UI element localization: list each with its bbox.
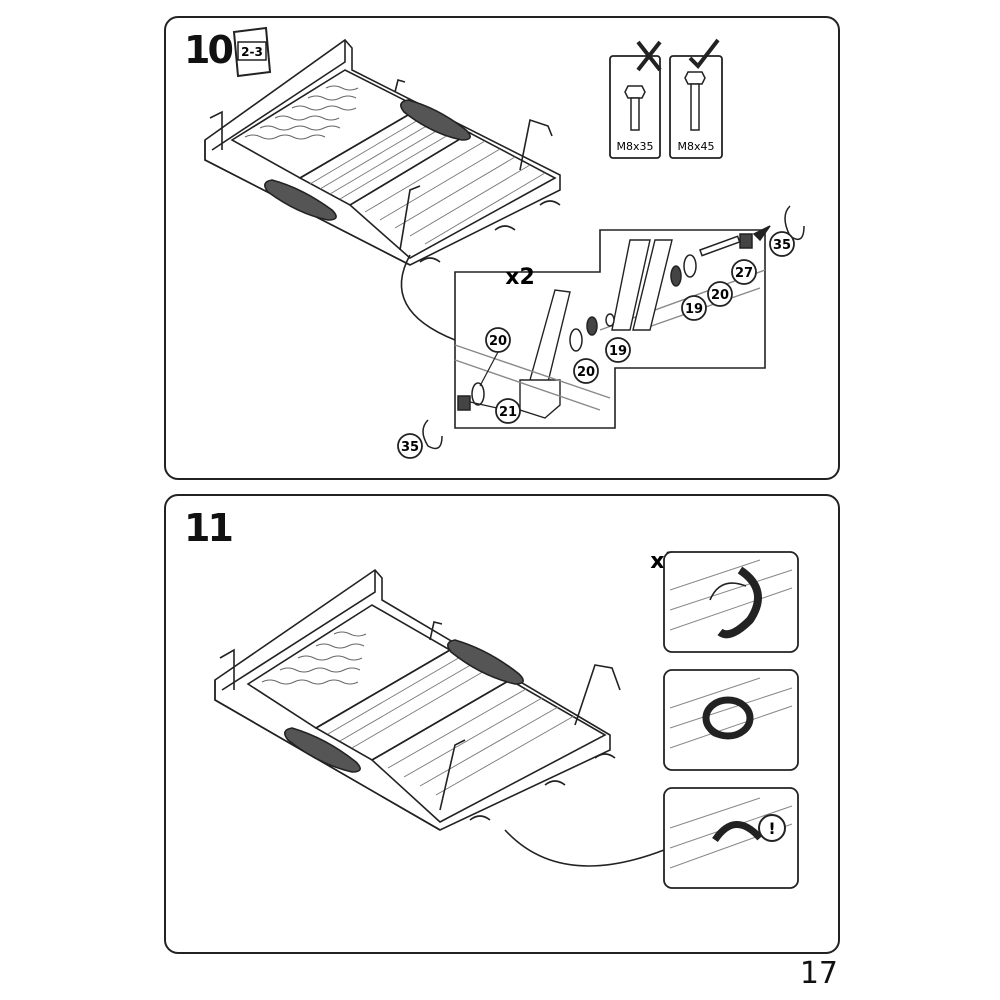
svg-text:27: 27 [735, 266, 753, 281]
svg-text:20: 20 [577, 365, 595, 380]
strap-detail-1 [663, 551, 799, 653]
people-badge-icon: 2-3 [232, 26, 272, 78]
callout-35-bottom: 35 [397, 433, 423, 459]
part-callouts: 19 20 27 35 20 19 20 21 35 [397, 231, 795, 459]
callout-21: 21 [495, 398, 521, 424]
detail-leader-line-11 [504, 829, 665, 867]
callout-35-top: 35 [769, 231, 795, 257]
bolt-right-label: M8x45 [678, 140, 715, 153]
bed-frame-drawing [204, 38, 561, 266]
detail-frame [454, 229, 766, 429]
callout-leaders [469, 351, 499, 409]
step-11-number: 11 [184, 506, 234, 550]
hardware-parts [422, 205, 805, 450]
svg-text:20: 20 [489, 334, 507, 349]
callout-20-mid: 20 [573, 358, 599, 384]
svg-text:20: 20 [711, 288, 729, 303]
bed-frame-drawing-step11 [214, 568, 621, 831]
step-10-number: 10 [184, 28, 234, 72]
svg-text:35: 35 [773, 238, 791, 253]
svg-text:19: 19 [685, 302, 703, 317]
people-count: 2-3 [241, 45, 263, 59]
warning-mark: ! [768, 819, 775, 838]
bolt-comparison: M8x35 M8x45 [609, 38, 723, 159]
svg-text:21: 21 [499, 405, 517, 420]
step10-multiplier: x2 [505, 265, 535, 290]
bolt-wrong-label: M8x35 [617, 140, 654, 153]
callout-20-left: 20 [485, 327, 511, 353]
page-number: 17 [799, 956, 838, 991]
svg-text:19: 19 [609, 344, 627, 359]
warning-icon [758, 814, 786, 842]
callout-20: 20 [707, 281, 733, 307]
svg-text:35: 35 [401, 440, 419, 455]
rotate-arrow-icon-2 [705, 725, 727, 738]
strap-detail-3: ! [663, 787, 799, 889]
callout-27: 27 [731, 259, 757, 285]
rotate-arrow-icon [709, 582, 747, 601]
callout-19: 19 [681, 295, 707, 321]
detail-leader-line [400, 254, 456, 341]
check-icon [688, 38, 720, 70]
callout-19-mid: 19 [605, 337, 631, 363]
strap-detail-2 [663, 669, 799, 771]
cross-icon [636, 40, 662, 72]
